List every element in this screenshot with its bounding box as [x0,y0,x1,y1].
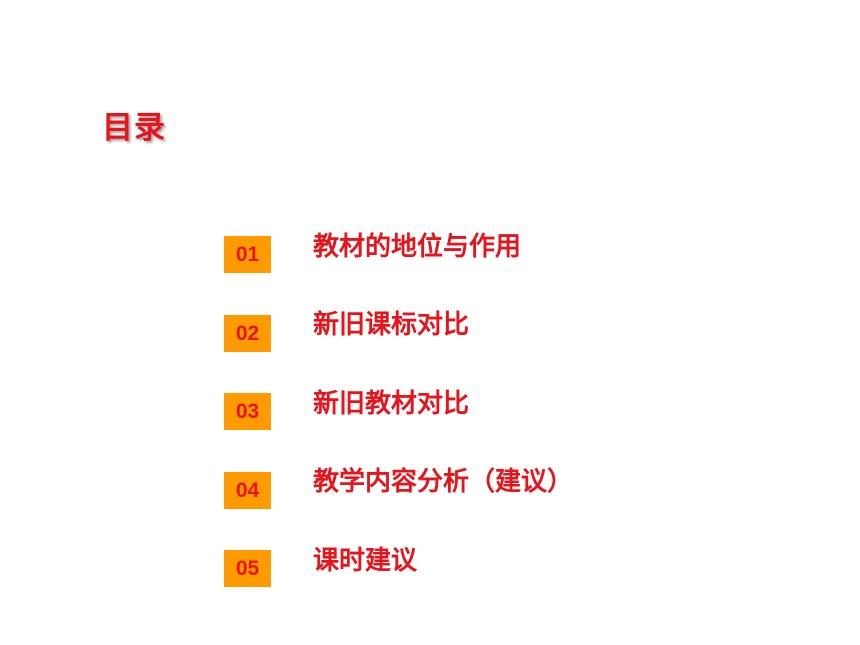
toc-number-badge: 05 [224,550,271,587]
toc-item-3[interactable]: 03 新旧教材对比 [224,384,824,463]
toc-number-badge: 02 [224,315,271,352]
toc-number-badge: 01 [224,236,271,273]
toc-item-2[interactable]: 02 新旧课标对比 [224,305,824,384]
page-title: 目录 [102,110,166,146]
toc-item-label: 新旧教材对比 [313,389,470,419]
toc-item-label: 新旧课标对比 [313,310,470,340]
toc-number-badge: 04 [224,472,271,509]
toc-item-label: 教学内容分析（建议） [313,467,574,497]
toc-item-4[interactable]: 04 教学内容分析（建议） [224,463,824,542]
toc-item-1[interactable]: 01 教材的地位与作用 [224,226,824,305]
toc-item-label: 教材的地位与作用 [313,232,522,262]
toc-item-5[interactable]: 05 课时建议 [224,542,824,621]
toc-item-label: 课时建议 [313,546,418,576]
table-of-contents: 01 教材的地位与作用 02 新旧课标对比 03 新旧教材对比 04 教学内容分… [224,226,824,621]
toc-number-badge: 03 [224,393,271,430]
